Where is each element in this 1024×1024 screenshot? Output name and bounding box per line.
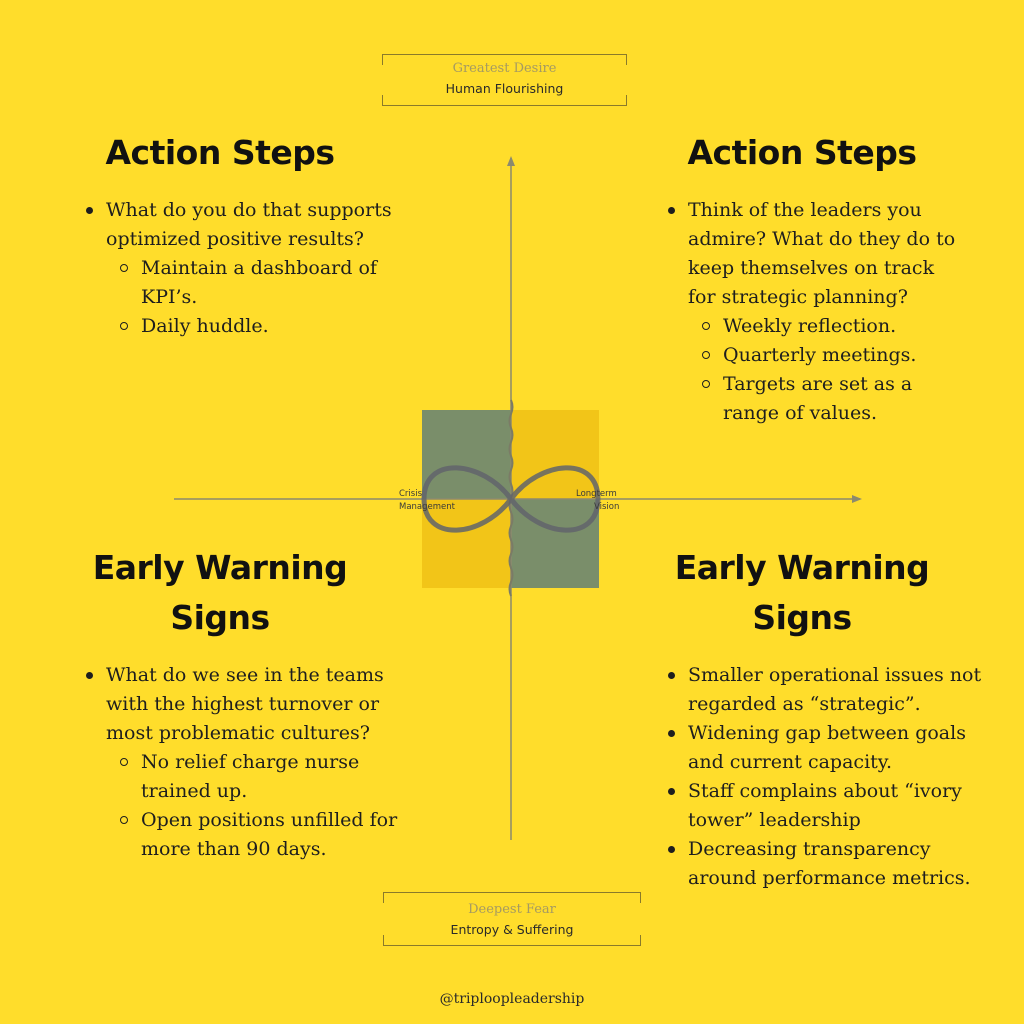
axis-label-right-2: Vision bbox=[594, 502, 619, 512]
bullet-text: What do we see in the teams with the hig… bbox=[106, 664, 384, 744]
action-steps-heading-right: Action Steps bbox=[687, 133, 917, 172]
list-item: What do you do that supports optimized p… bbox=[86, 196, 406, 341]
vertical-axis-arrow-top bbox=[507, 156, 515, 166]
tag-subtitle: Entropy & Suffering bbox=[450, 922, 574, 937]
heading-line-1: Early Warning bbox=[92, 548, 348, 587]
heading-line-1: Early Warning bbox=[674, 548, 930, 587]
list-item: Think of the leaders you admire? What do… bbox=[668, 196, 963, 428]
bullet-text: What do you do that supports optimized p… bbox=[106, 199, 392, 250]
list-item: What do we see in the teams with the hig… bbox=[86, 661, 406, 864]
deepest-fear-tag: Deepest Fear Entropy & Suffering bbox=[383, 892, 641, 946]
action-steps-heading-left: Action Steps bbox=[105, 133, 335, 172]
action-steps-list-left: What do you do that supports optimized p… bbox=[82, 196, 406, 341]
early-warning-list-left: What do we see in the teams with the hig… bbox=[82, 661, 406, 864]
tag-title: Deepest Fear bbox=[468, 902, 556, 917]
sub-list-item: Weekly reflection. bbox=[702, 312, 963, 341]
sub-list-item: Daily huddle. bbox=[120, 312, 406, 341]
sub-list-item: Targets are set as a range of values. bbox=[702, 370, 963, 428]
greatest-desire-tag: Greatest Desire Human Flourishing bbox=[382, 54, 627, 106]
early-warning-heading-right: Early Warning Signs bbox=[632, 543, 972, 643]
sub-list-item: Maintain a dashboard of KPI’s. bbox=[120, 254, 406, 312]
axis-label-right-1: Longterm bbox=[576, 489, 617, 499]
axis-label-left-2: Management bbox=[399, 502, 456, 512]
sub-list: No relief charge nurse trained up. Open … bbox=[106, 748, 406, 864]
action-steps-list-right: Think of the leaders you admire? What do… bbox=[664, 196, 963, 428]
list-item: Widening gap between goals and current c… bbox=[668, 719, 988, 777]
footer-handle: @triploopleadership bbox=[439, 991, 585, 1007]
sub-list: Weekly reflection. Quarterly meetings. T… bbox=[688, 312, 963, 428]
sub-list-item: Quarterly meetings. bbox=[702, 341, 963, 370]
heading-line-2: Signs bbox=[170, 598, 270, 637]
tag-title: Greatest Desire bbox=[452, 61, 557, 76]
horizontal-axis-arrow-right bbox=[852, 495, 862, 503]
list-item: Smaller operational issues not regarded … bbox=[668, 661, 988, 719]
tag-bottom-bracket bbox=[382, 95, 627, 106]
tag-top-bracket bbox=[383, 892, 641, 903]
bullet-text: Think of the leaders you admire? What do… bbox=[688, 199, 956, 308]
list-item: Decreasing transparency around performan… bbox=[668, 835, 988, 893]
early-warning-heading-left: Early Warning Signs bbox=[50, 543, 390, 643]
heading-line-2: Signs bbox=[752, 598, 852, 637]
tag-subtitle: Human Flourishing bbox=[445, 81, 564, 96]
tag-top-bracket bbox=[382, 54, 627, 65]
list-item: Staff complains about “ivory tower” lead… bbox=[668, 777, 988, 835]
sub-list-item: No relief charge nurse trained up. bbox=[120, 748, 406, 806]
early-warning-list-right: Smaller operational issues not regarded … bbox=[664, 661, 988, 893]
sub-list: Maintain a dashboard of KPI’s. Daily hud… bbox=[106, 254, 406, 341]
axis-label-left-1: Crisis bbox=[399, 489, 423, 499]
tag-bottom-bracket bbox=[383, 935, 641, 946]
infinity-icon bbox=[421, 465, 601, 533]
sub-list-item: Open positions unfilled for more than 90… bbox=[120, 806, 406, 864]
